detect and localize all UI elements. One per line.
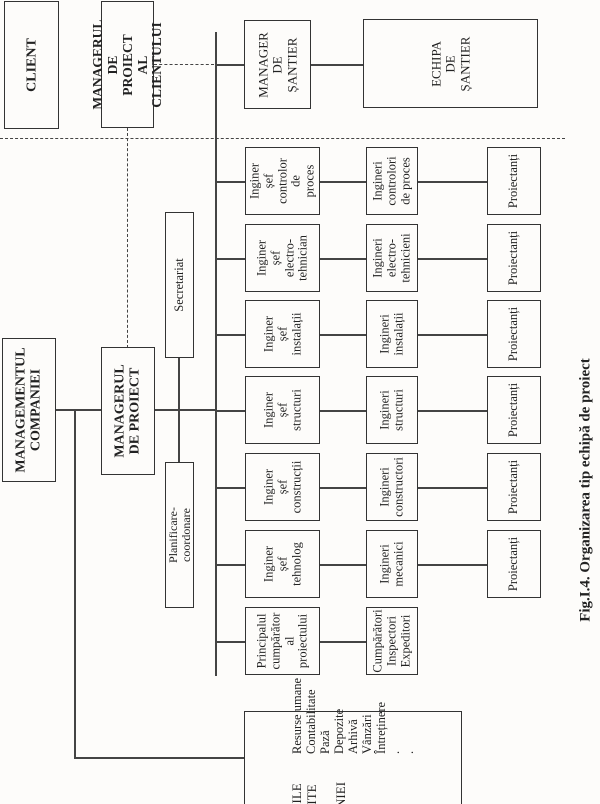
connector: [215, 258, 245, 260]
connector: [320, 564, 366, 566]
engineer-group-label: Ingineri structuri: [377, 389, 405, 431]
company-management-box: MANAGEMENTUL COMPANIEI: [2, 338, 56, 482]
connector: [418, 181, 487, 183]
engineer-group-label: Ingineri constructori: [377, 457, 405, 517]
site-team-box: ECHIPA DE ȘANTIER: [363, 19, 538, 108]
company-service-item: Pază: [318, 730, 332, 754]
engineer-group-box: Ingineri structuri: [366, 376, 418, 444]
engineer-group-label: Ingineri mecanici: [377, 541, 405, 587]
connector: [320, 487, 366, 489]
designer-label: Proiectanți: [506, 382, 521, 438]
chief-engineer-box: Inginer șef electro- tehnician: [245, 224, 320, 292]
staff-line: [178, 357, 180, 463]
trunk-line: [215, 32, 217, 676]
chief-engineer-box: Principalul cumpărător al proiectului: [245, 607, 320, 675]
connector: [215, 334, 245, 336]
company-services-title: SERVICIILE OBIȘNUITE ALE COMPANIEI: [289, 782, 348, 804]
connector: [418, 410, 487, 412]
connector: [418, 258, 487, 260]
client-label: CLIENT: [23, 38, 39, 92]
designer-box: Proiectanți: [487, 224, 541, 292]
designer-label: Proiectanți: [506, 459, 521, 515]
client-project-manager-box: MANAGERUL DE PROIECT AL CLIENTULUI: [89, 1, 164, 128]
site-manager-box: MANAGER DE ȘANTIER: [244, 20, 311, 109]
company-service-item: .: [402, 750, 416, 754]
connector: [215, 487, 245, 489]
connector: [215, 181, 245, 183]
designer-label: Proiectanți: [506, 306, 521, 362]
chief-engineer-box: Inginer șef structuri: [245, 376, 320, 444]
designer-box: Proiectanți: [487, 300, 541, 368]
company-service-item: Vânzări: [360, 714, 374, 754]
chief-engineer-label: Inginer șef electro- tehnician: [254, 235, 310, 281]
site-manager-label: MANAGER DE ȘANTIER: [255, 31, 299, 98]
planning-label: Planificare-coordonare: [165, 507, 193, 563]
company-services-box: SERVICIILE OBIȘNUITE ALE COMPANIEI Resur…: [244, 678, 462, 804]
chief-engineer-box: Inginer șef instalații: [245, 300, 320, 368]
connector: [320, 641, 366, 643]
project-manager-box: MANAGERUL DE PROIECT: [101, 347, 155, 475]
engineer-group-box: Ingineri constructori: [366, 453, 418, 521]
services-link-line: [74, 409, 76, 758]
connector: [320, 334, 366, 336]
company-services-content: SERVICIILE OBIȘNUITE ALE COMPANIEI Resur…: [289, 663, 416, 804]
chief-engineer-label: Inginer șef instalații: [260, 312, 303, 356]
connector: [418, 487, 487, 489]
project-manager-label: MANAGERUL DE PROIECT: [112, 364, 143, 458]
chief-engineer-box: Inginer șef construcții: [245, 453, 320, 521]
chief-engineer-label: Inginer șef tehnolog: [260, 542, 303, 586]
engineer-group-box: Ingineri controlori de proces: [366, 147, 418, 215]
chief-engineer-box: Inginer șef tehnolog: [245, 530, 320, 598]
site-team-label: ECHIPA DE ȘANTIER: [428, 36, 472, 91]
engineer-group-box: Ingineri mecanici: [366, 530, 418, 598]
connector: [320, 410, 366, 412]
connector: [215, 564, 245, 566]
secretariat-label: Secretariat: [171, 258, 186, 312]
services-link-line: [74, 757, 244, 759]
connector: [418, 334, 487, 336]
engineer-group-label: Ingineri electro- tehnicieni: [370, 233, 412, 283]
company-service-item: Depozite: [332, 708, 346, 754]
chief-engineer-label: Principalul cumpărător al proiectului: [254, 612, 310, 670]
planning-box: Planificare-coordonare: [165, 462, 194, 608]
engineer-group-box: Cumpărători Inspectori Expeditori: [366, 607, 418, 675]
client-pm-dashed-link: [154, 64, 214, 65]
company-service-item: Resurse umane: [290, 677, 304, 754]
client-pm-to-pm-dashed-link: [127, 128, 128, 348]
chief-engineer-label: Inginer șef construcții: [260, 460, 303, 514]
engineer-group-label: Ingineri instalații: [377, 312, 405, 356]
figure-caption: Fig.I.4. Organizarea tip echipă de proie…: [577, 358, 594, 622]
designer-label: Proiectanți: [506, 536, 521, 592]
client-box: CLIENT: [4, 1, 59, 129]
designer-box: Proiectanți: [487, 147, 541, 215]
chief-engineer-label: Inginer șef controlor de proces: [247, 158, 317, 204]
company-service-item: .: [388, 750, 402, 754]
secretariat-box: Secretariat: [165, 212, 194, 358]
designer-label: Proiectanți: [506, 153, 521, 209]
connector: [215, 410, 245, 412]
engineer-group-box: Ingineri instalații: [366, 300, 418, 368]
company-management-label: MANAGEMENTUL COMPANIEI: [13, 347, 44, 473]
company-service-item: Întreținere: [374, 701, 388, 754]
chief-engineer-label: Inginer șef structuri: [260, 389, 303, 431]
connector: [215, 64, 244, 66]
designer-box: Proiectanți: [487, 530, 541, 598]
connector: [320, 258, 366, 260]
designer-label: Proiectanți: [506, 230, 521, 286]
designer-box: Proiectanți: [487, 376, 541, 444]
company-service-item: Contabilitate: [304, 689, 318, 754]
chief-engineer-box: Inginer șef controlor de proces: [245, 147, 320, 215]
engineer-group-label: Ingineri controlori de proces: [370, 156, 412, 206]
designer-box: Proiectanți: [487, 453, 541, 521]
company-service-item: Arhivă: [346, 719, 360, 754]
client-boundary-dashed-line: [0, 138, 565, 139]
engineer-group-label: Cumpărători Inspectori Expeditori: [370, 609, 412, 673]
connector: [311, 64, 363, 66]
connector: [215, 641, 245, 643]
engineer-group-box: Ingineri electro- tehnicieni: [366, 224, 418, 292]
connector: [418, 564, 487, 566]
connector: [320, 181, 366, 183]
